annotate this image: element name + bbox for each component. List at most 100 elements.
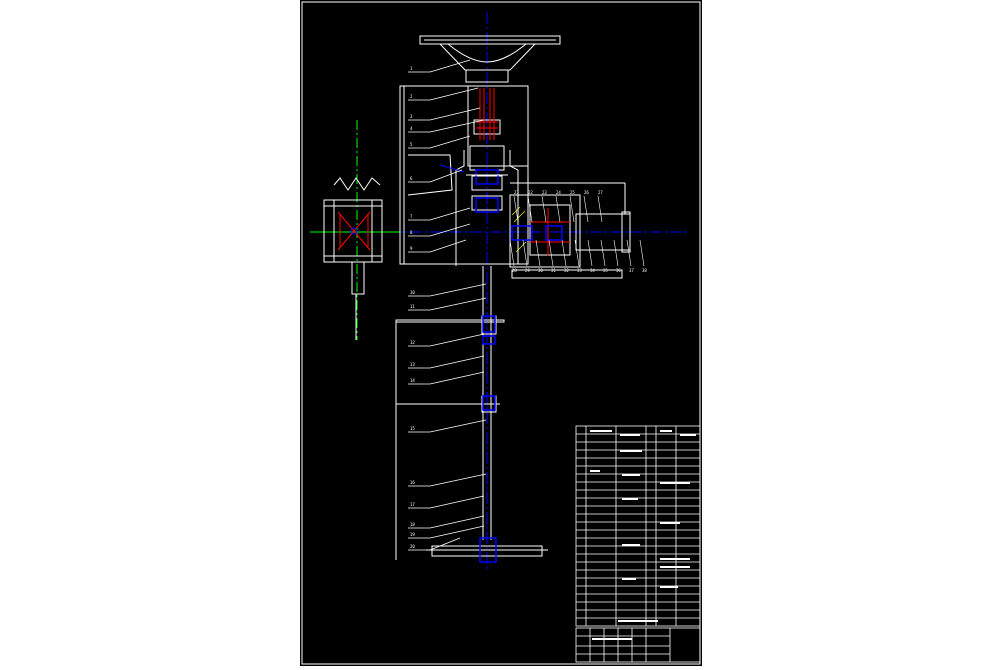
callout-leader [429, 223, 471, 237]
table-cell-text [660, 482, 690, 484]
callout-label: 35 [603, 268, 608, 273]
callout-leader [513, 195, 519, 223]
callout-label: 4 [410, 126, 413, 131]
callout-leader [429, 371, 485, 385]
callout-leader [509, 239, 515, 267]
bearings [466, 169, 508, 213]
table-cell-text [622, 578, 636, 580]
table-cell-text [590, 430, 612, 432]
callout-label: 8 [410, 230, 413, 235]
callout-leader [429, 283, 487, 297]
callout-label: 15 [410, 426, 415, 431]
callout-label: 9 [410, 246, 413, 251]
callout-leader [429, 135, 471, 149]
callout-label: 7 [410, 214, 413, 219]
gear-shaft-blue [511, 225, 563, 241]
callout-label: 24 [556, 190, 561, 195]
callout-leader [429, 355, 485, 369]
pulley-section-red [337, 211, 371, 251]
table-cell-text [660, 566, 690, 568]
upper-housing [399, 85, 529, 266]
callout-label: 36 [616, 268, 621, 273]
table-cell-text [622, 544, 640, 546]
title-block [575, 627, 701, 663]
gear-shaft-section [530, 208, 570, 256]
callout-label: 31 [551, 268, 556, 273]
callout-leader [429, 107, 481, 121]
callout-label: 13 [410, 362, 415, 367]
callout-leader [429, 333, 485, 347]
callout-label: 33 [577, 268, 582, 273]
callout-label: 21 [514, 190, 519, 195]
callout-label: 38 [642, 268, 647, 273]
gear-shaft-assembly [509, 182, 631, 279]
callout-label: 28 [512, 268, 517, 273]
callout-label: 19 [410, 532, 415, 537]
drawing-frame [301, 1, 701, 665]
table-cell-text [680, 434, 696, 436]
callout-label: 18 [410, 522, 415, 527]
callout-leader [429, 297, 487, 311]
lower-shaft-blue [479, 315, 497, 563]
callout-leader [535, 239, 541, 267]
callout-leader [541, 195, 547, 223]
table-cell-text [590, 470, 600, 472]
parts-list-table [575, 425, 701, 663]
callout-leader [548, 239, 554, 267]
callout-label: 17 [410, 502, 415, 507]
pulley-hub-blue [350, 227, 358, 235]
callout-leader [429, 473, 487, 487]
callout-leader [429, 239, 467, 253]
callout-leader [555, 195, 561, 223]
table-cell-text [620, 450, 642, 452]
callout-label: 2 [410, 94, 413, 99]
table-cell-text [660, 430, 672, 432]
callout-leader [597, 195, 603, 223]
table-frame [575, 425, 701, 627]
callout-label: 1 [410, 66, 413, 71]
callout-label: 12 [410, 340, 415, 345]
table-cell-text [622, 498, 638, 500]
callout-leader [429, 495, 485, 509]
table-cell-text [620, 434, 640, 436]
callout-leader [626, 239, 632, 267]
callout-leader [522, 239, 528, 267]
callout-label: 37 [629, 268, 634, 273]
callout-label: 20 [410, 544, 415, 549]
callout-label: 3 [410, 114, 413, 119]
callout-label: 10 [410, 290, 415, 295]
callout-label: 22 [528, 190, 533, 195]
callout-leader [569, 195, 575, 223]
callout-label: 23 [542, 190, 547, 195]
callout-label: 26 [584, 190, 589, 195]
handwheel [419, 35, 561, 83]
callout-label: 32 [564, 268, 569, 273]
table-cell-text [660, 558, 690, 560]
title-text-mark [618, 620, 658, 622]
callout-leader [587, 239, 593, 267]
callout-leader [429, 419, 487, 433]
callout-leader [429, 207, 471, 221]
pulley-detail [323, 177, 383, 340]
callout-label: 29 [525, 268, 530, 273]
callout-label: 30 [538, 268, 543, 273]
table-cell-text [622, 474, 640, 476]
drawing-sheet [300, 0, 702, 666]
table-cell-text [660, 522, 680, 524]
callout-label: 27 [598, 190, 603, 195]
callout-leader [429, 169, 463, 183]
callout-label: 14 [410, 378, 415, 383]
callout-leader [429, 515, 485, 529]
callout-leader [574, 239, 580, 267]
callout-label: 5 [410, 142, 413, 147]
callout-label: 25 [570, 190, 575, 195]
callout-leader [639, 239, 645, 267]
callout-leader [429, 119, 485, 133]
callout-leader [527, 195, 533, 223]
callout-leader [429, 525, 485, 539]
table-cell-text [660, 586, 678, 588]
callout-leader [561, 239, 567, 267]
